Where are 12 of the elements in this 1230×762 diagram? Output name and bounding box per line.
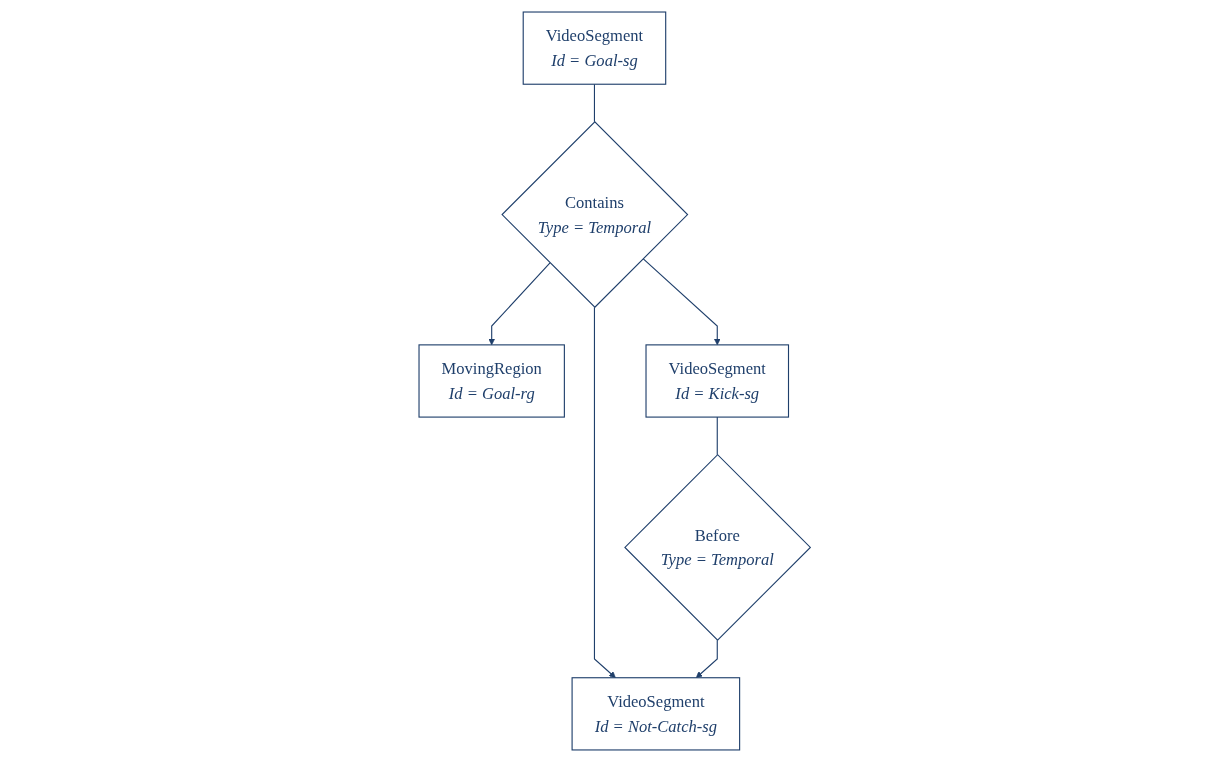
node-box: VideoSegment Id = Goal-sg	[522, 11, 667, 85]
node-box: VideoSegment Id = Not-Catch-sg	[571, 677, 741, 751]
arrow	[642, 258, 721, 346]
connector	[717, 416, 719, 456]
node-box: MovingRegion Id = Goal-rg	[418, 344, 566, 418]
node-diamond: Contains Type = Temporal	[501, 121, 689, 309]
connector	[594, 83, 596, 123]
node-diamond: Before Type = Temporal	[624, 453, 812, 641]
arrow	[696, 639, 719, 679]
arrow	[488, 262, 551, 346]
node-box: VideoSegment Id = Kick-sg	[645, 344, 790, 418]
arrow	[594, 306, 617, 679]
